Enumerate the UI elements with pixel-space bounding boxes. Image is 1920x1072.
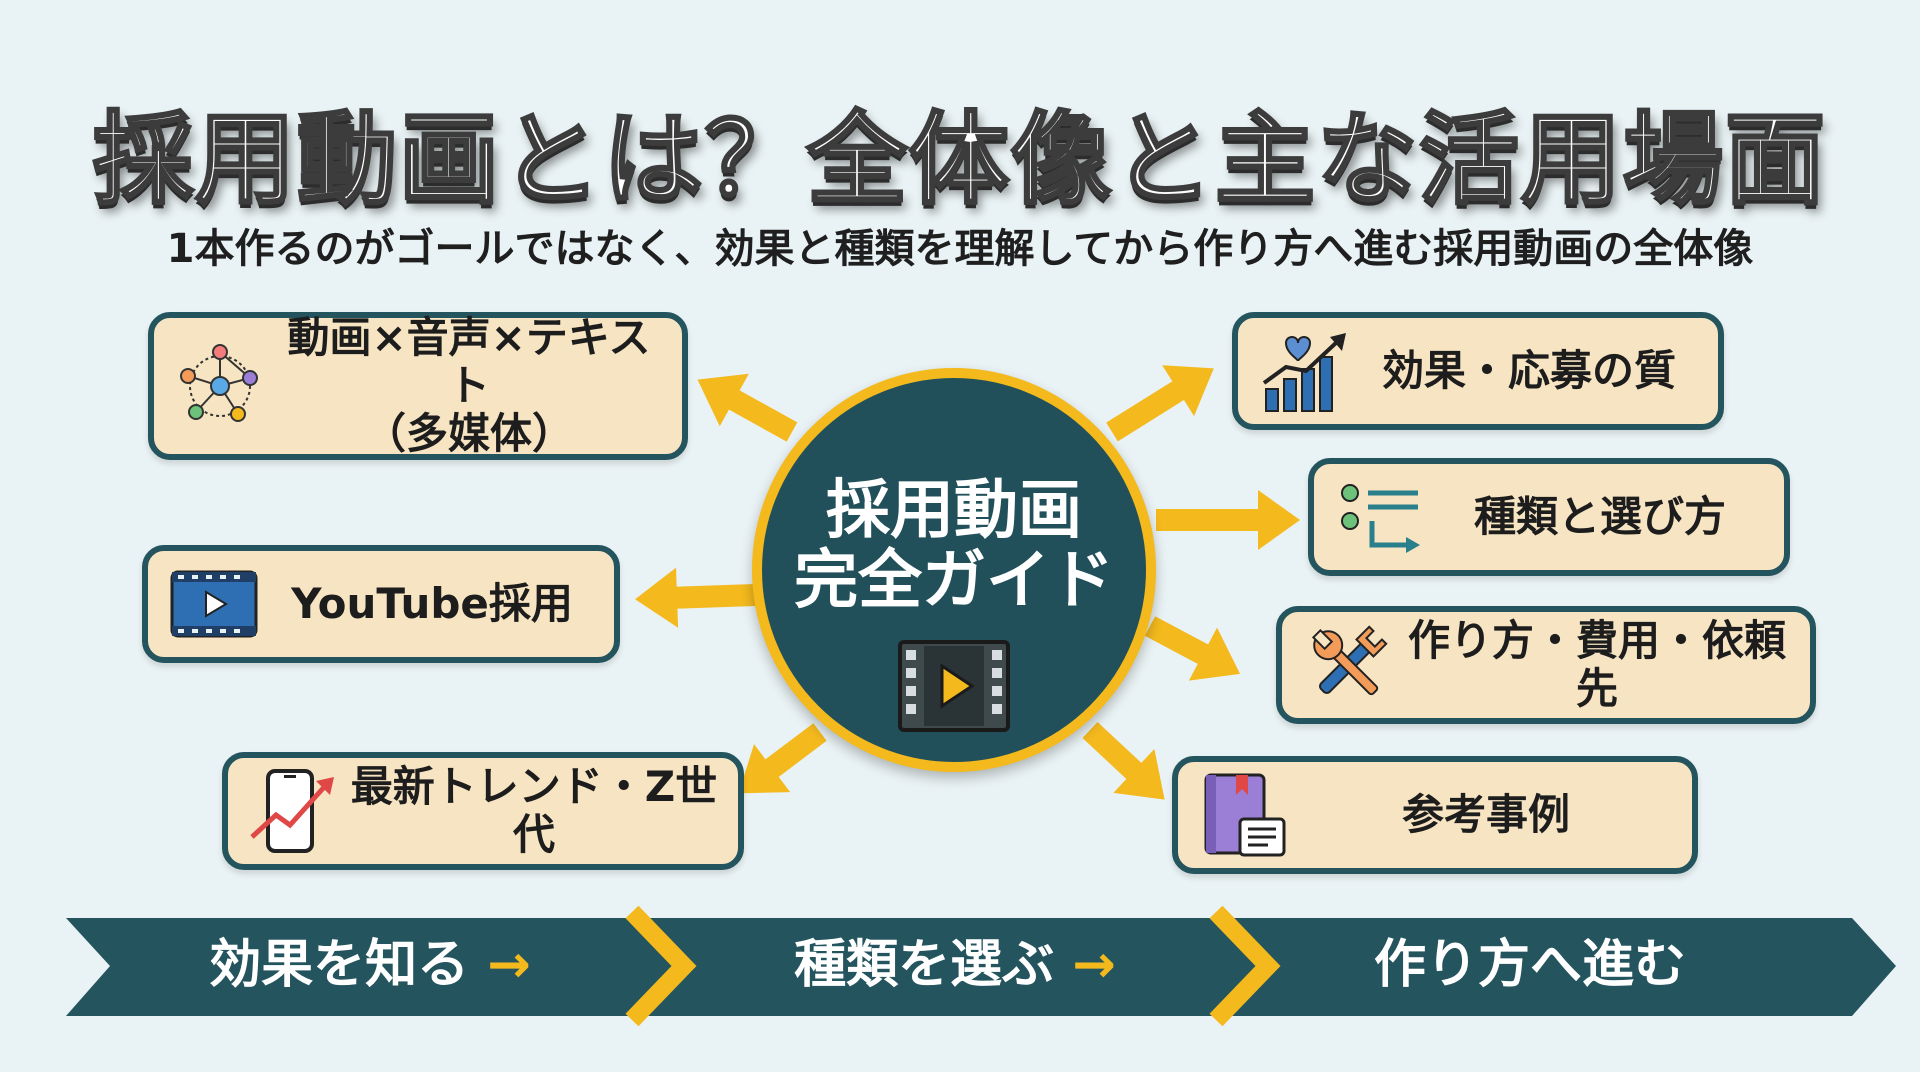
arrow-to-cases bbox=[1082, 721, 1165, 800]
topic-box-types: 種類と選び方 bbox=[1308, 458, 1790, 576]
topic-box-trend: 最新トレンド・Z世代 bbox=[222, 752, 744, 870]
topic-label: 最新トレンド・Z世代 bbox=[350, 761, 718, 859]
page-subtitle: 1本作るのがゴールではなく、効果と種類を理解してから作り方へ進む採用動画の全体像 bbox=[166, 226, 1754, 272]
topic-box-youtube: YouTube採用 bbox=[142, 545, 620, 663]
topic-box-cases: 参考事例 bbox=[1172, 756, 1698, 874]
hub-circle: 採用動画 完全ガイド bbox=[752, 368, 1156, 772]
video-player-icon bbox=[170, 570, 258, 638]
topic-label: 効果・応募の質 bbox=[1381, 345, 1676, 395]
flow-step-types: 種類を選ぶ → bbox=[794, 935, 1116, 995]
arrow-to-types bbox=[1156, 490, 1300, 550]
heart-growth-chart-icon bbox=[1262, 333, 1346, 412]
topic-label: 作り方・費用・依頼先 bbox=[1407, 615, 1786, 713]
topic-label: 参考事例 bbox=[1401, 789, 1570, 839]
film-play-icon bbox=[898, 640, 1010, 732]
hub-title: 採用動画 完全ガイド bbox=[794, 474, 1114, 619]
flow-step-howto: 作り方へ進む bbox=[1373, 935, 1686, 995]
topic-box-multimedia: 動画×音声×テキスト （多媒体） bbox=[148, 312, 688, 460]
arrow-to-multimedia bbox=[697, 373, 798, 442]
phone-trend-icon bbox=[250, 769, 334, 853]
topic-label: 動画×音声×テキスト （多媒体） bbox=[287, 312, 651, 459]
topic-label: YouTube採用 bbox=[291, 578, 573, 628]
flow-step-effect: 効果を知る → bbox=[209, 935, 531, 995]
book-document-icon bbox=[1204, 773, 1286, 857]
topic-box-effect: 効果・応募の質 bbox=[1232, 312, 1724, 430]
tools-icon bbox=[1311, 625, 1388, 696]
topic-box-howto: 作り方・費用・依頼先 bbox=[1276, 606, 1816, 724]
arrow-to-effect bbox=[1106, 365, 1214, 442]
topic-label: 種類と選び方 bbox=[1473, 491, 1726, 541]
list-branch-icon bbox=[1341, 484, 1420, 553]
page-title: 採用動画とは？全体像と主な活用場面 bbox=[92, 100, 1827, 220]
arrow-to-howto bbox=[1144, 616, 1241, 681]
arrow-to-youtube bbox=[635, 567, 756, 628]
arrow-to-trend bbox=[738, 723, 827, 794]
network-nodes-icon bbox=[180, 344, 258, 422]
